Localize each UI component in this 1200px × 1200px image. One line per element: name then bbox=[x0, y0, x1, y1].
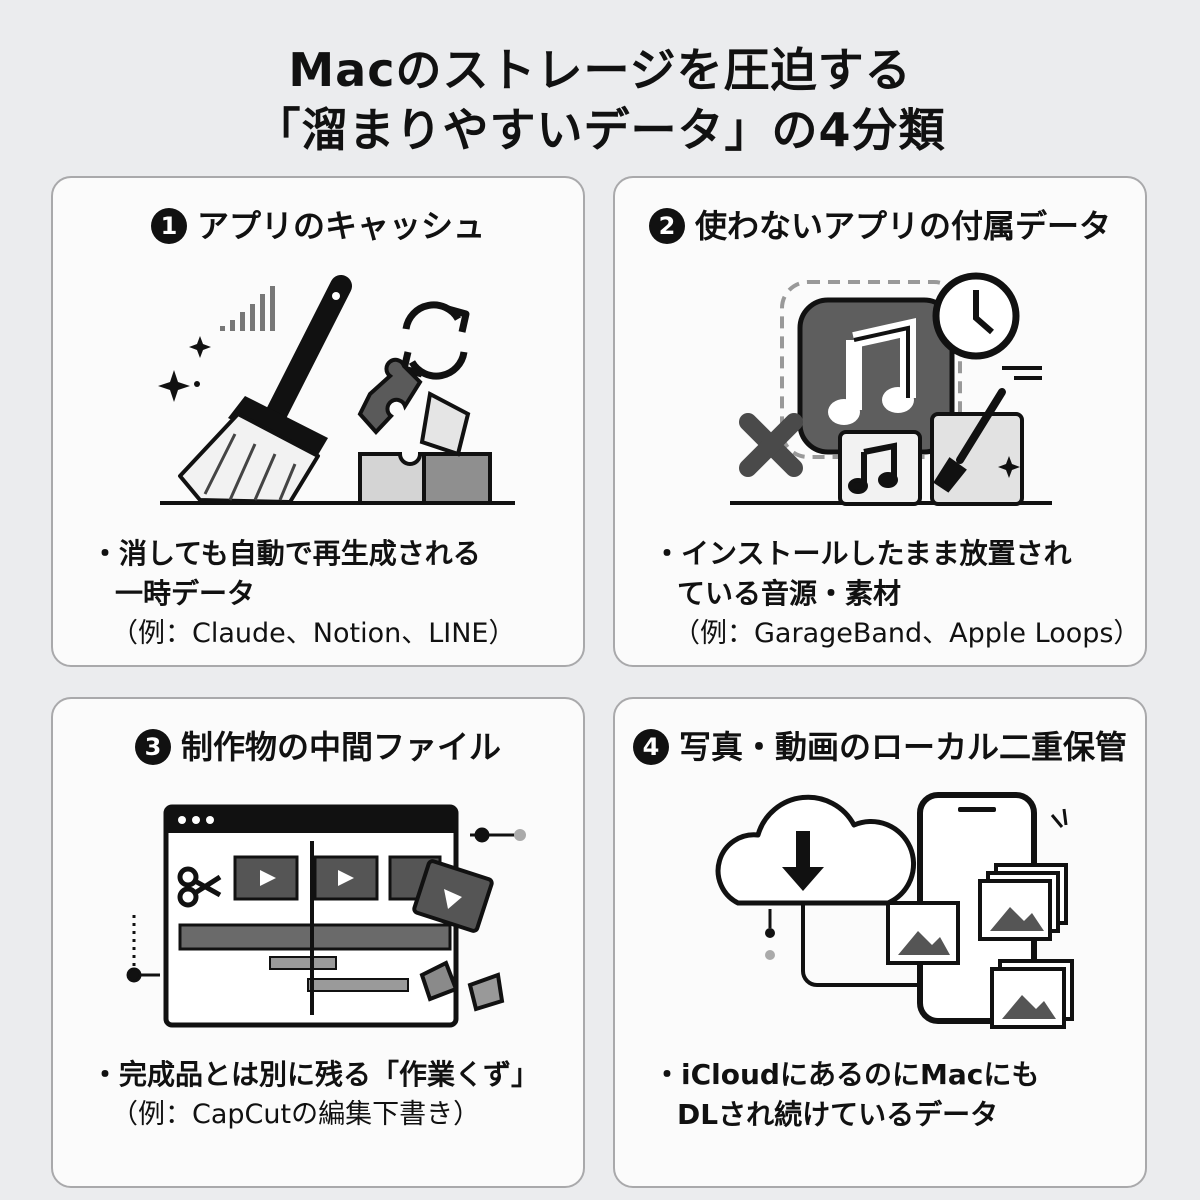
description-line-1: ・消しても自動で再生成される bbox=[91, 537, 481, 570]
film-icon bbox=[412, 859, 505, 1012]
example-text: （例：CapCutの編集下書き） bbox=[111, 1099, 481, 1130]
intermediate-files-illustration bbox=[126, 804, 526, 1028]
clock-icon bbox=[932, 272, 1020, 360]
unused-app-data-illustration bbox=[730, 272, 1052, 506]
title-line-1: Macのストレージを圧迫する bbox=[288, 43, 912, 97]
card-title-text: アプリのキャッシュ bbox=[196, 207, 485, 245]
photo-stack-icon bbox=[886, 863, 1074, 1029]
dashed-outline bbox=[780, 280, 962, 459]
broom-icon bbox=[178, 275, 352, 504]
card-description: ・完成品とは別に残る「作業くず」 （例：CapCutの編集下書き） bbox=[91, 1055, 571, 1135]
refresh-icon bbox=[400, 301, 470, 380]
description-line-1: ・iCloudにあるのにMacにも bbox=[653, 1058, 1040, 1091]
local-duplicate-illustration bbox=[715, 792, 1074, 1029]
page-title: Macのストレージを圧迫する 「溜まりやすいデータ」の4分類 bbox=[0, 40, 1200, 160]
video-editor-icon bbox=[163, 804, 459, 1028]
slider-control bbox=[126, 827, 526, 983]
puzzle-icon bbox=[357, 357, 492, 505]
card-title-text: 使わないアプリの付属データ bbox=[694, 207, 1111, 245]
card-description: ・インストールしたまま放置され ている音源・素材 （例：GarageBand、A… bbox=[653, 534, 1141, 654]
number-badge: 2 bbox=[648, 208, 685, 244]
cloud-download-icon bbox=[715, 794, 917, 906]
card-description: ・消しても自動で再生成される 一時データ （例：Claude、Notion、LI… bbox=[91, 534, 571, 654]
number-badge: 4 bbox=[632, 729, 669, 765]
connector-dots bbox=[765, 909, 775, 960]
card-title-text: 写真・動画のローカル二重保管 bbox=[678, 728, 1127, 766]
paintbrush-icon bbox=[930, 388, 1024, 506]
app-cache-illustration bbox=[158, 275, 515, 505]
card-title-text: 制作物の中間ファイル bbox=[180, 728, 501, 766]
number-badge: 1 bbox=[150, 208, 187, 244]
example-text: （例：Claude、Notion、LINE） bbox=[111, 618, 516, 649]
scissors-icon bbox=[177, 866, 222, 908]
description-line-1: ・インストールしたまま放置され bbox=[653, 537, 1072, 570]
music-app-icon bbox=[797, 297, 955, 455]
music-note-tile bbox=[838, 430, 922, 506]
description-line-2: 一時データ bbox=[115, 577, 256, 610]
description-line-2: DLされ続けているデータ bbox=[677, 1098, 999, 1131]
sparkle-icon bbox=[158, 336, 211, 402]
sparkle-lines bbox=[1050, 808, 1068, 828]
speed-lines bbox=[1002, 366, 1042, 380]
number-badge: 3 bbox=[134, 729, 171, 765]
description-line-2: ている音源・素材 bbox=[677, 577, 902, 610]
level-dots-icon bbox=[220, 286, 275, 331]
title-line-2: 「溜まりやすいデータ」の4分類 bbox=[254, 103, 946, 157]
cross-icon bbox=[739, 413, 803, 477]
connector-cable bbox=[801, 901, 932, 987]
description-line-1: ・完成品とは別に残る「作業くず」 bbox=[91, 1058, 540, 1091]
card-description: ・iCloudにあるのにMacにも DLされ続けているデータ bbox=[653, 1055, 1133, 1135]
film-strip bbox=[233, 855, 442, 901]
example-text: （例：GarageBand、Apple Loops） bbox=[673, 618, 1141, 649]
